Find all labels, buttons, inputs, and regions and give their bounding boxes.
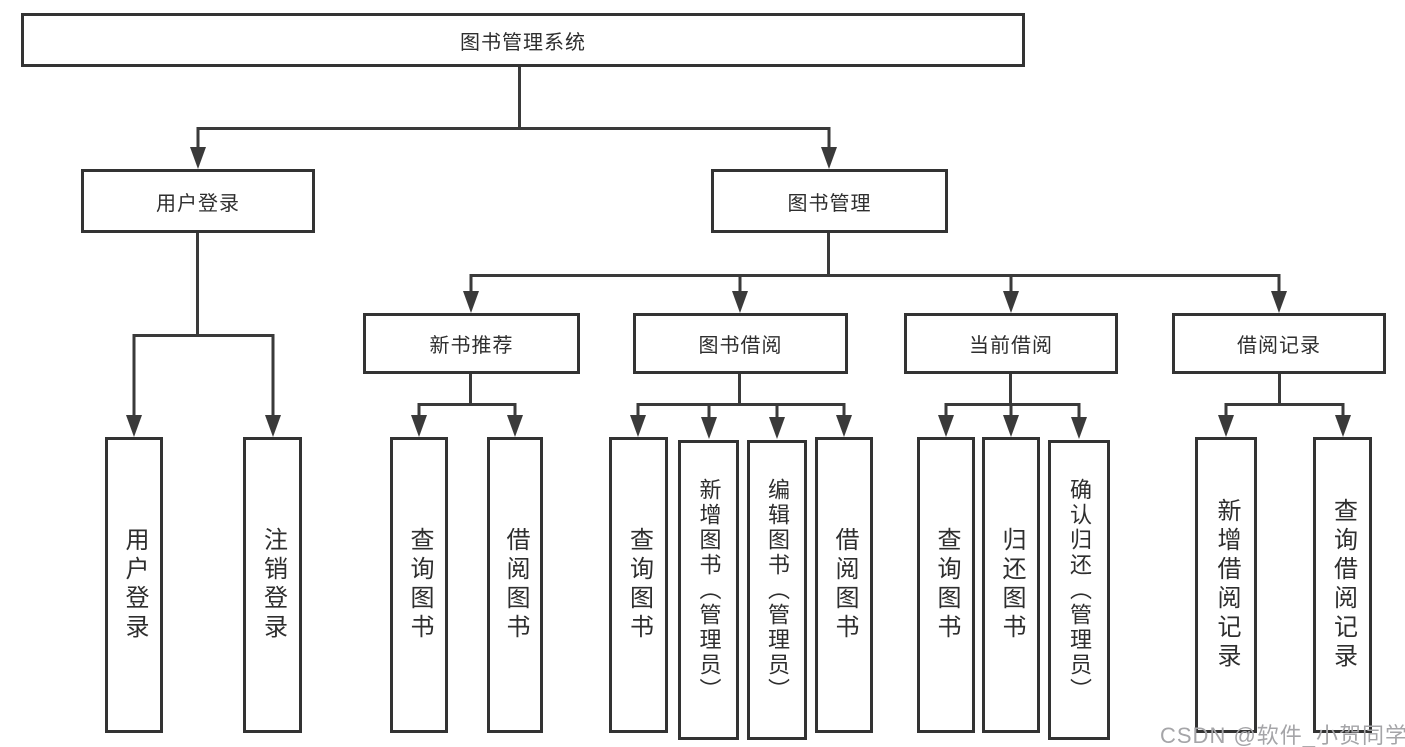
leaf-logout: 注销登录 [243,437,302,733]
arrow-into-leaf-user-login [126,334,142,437]
leaf-user-login: 用户登录 [105,437,163,733]
leaf-return-books-label: 归还图书 [998,527,1025,643]
connector-new-book-rec-stem [469,374,472,405]
leaf-query-books-current-label: 查询图书 [933,527,960,643]
leaf-confirm-return-admin-label: 确认归还（管理员） [1067,477,1092,703]
node-book-management: 图书管理 [711,169,948,233]
leaf-query-books-borrow-label: 查询图书 [625,527,653,643]
connector-book-management-stem [827,233,830,277]
connector-user-login-stem [196,233,199,336]
leaf-borrow-books: 借阅图书 [815,437,873,733]
leaf-edit-books-admin: 编辑图书（管理员） [747,440,807,740]
leaf-add-borrow-record: 新增借阅记录 [1195,437,1257,733]
arrow-into-leaf-query-books-borrow [630,403,646,437]
leaf-query-books-rec-label: 查询图书 [406,527,433,643]
arrow-into-leaf-confirm-return-admin [1071,403,1087,439]
arrow-into-new-book-recommendation [463,274,479,313]
connector-new-book-rec-rail [418,403,516,406]
arrow-into-leaf-borrow-books-rec [507,403,523,437]
arrow-into-leaf-edit-books-admin [769,403,785,439]
node-library-management-system: 图书管理系统 [21,13,1025,67]
arrow-into-current-borrowing [1003,274,1019,313]
node-book-borrowing: 图书借阅 [633,313,848,374]
leaf-add-borrow-record-label: 新增借阅记录 [1213,498,1240,672]
connector-level3-rail [470,274,1280,277]
leaf-logout-label: 注销登录 [259,527,287,643]
connector-borrowing-records-rail [1225,403,1344,406]
arrow-into-leaf-query-borrow-record [1335,403,1351,437]
connector-level2-rail [197,127,830,130]
leaf-user-login-label: 用户登录 [121,527,148,643]
arrow-into-leaf-add-books-admin [701,403,717,439]
leaf-query-borrow-record: 查询借阅记录 [1313,437,1372,733]
leaf-query-books-borrow: 查询图书 [609,437,668,733]
leaf-confirm-return-admin: 确认归还（管理员） [1048,440,1110,740]
leaf-borrow-books-label: 借阅图书 [831,527,858,643]
arrow-into-book-management [821,127,837,169]
connector-current-borrowing-stem [1009,374,1012,405]
leaf-add-books-admin: 新增图书（管理员） [678,440,739,740]
arrow-into-book-borrowing [732,274,748,313]
arrow-into-leaf-logout [265,334,281,437]
leaf-borrow-books-rec-label: 借阅图书 [502,527,529,643]
leaf-return-books: 归还图书 [982,437,1040,733]
leaf-query-books-current: 查询图书 [917,437,975,733]
csdn-watermark: CSDN @软件_小贺同学 [1160,723,1405,747]
arrow-into-leaf-return-books [1003,403,1019,437]
node-current-borrowing: 当前借阅 [904,313,1118,374]
leaf-add-books-admin-label: 新增图书（管理员） [696,477,722,703]
connector-book-borrowing-stem [738,374,741,405]
connector-user-login-rail [133,334,274,337]
node-new-book-recommendation: 新书推荐 [363,313,580,374]
arrow-into-user-login [190,127,206,169]
leaf-query-borrow-record-label: 查询借阅记录 [1329,498,1357,672]
leaf-edit-books-admin-label: 编辑图书（管理员） [765,477,790,703]
arrow-into-leaf-query-books-current [938,403,954,437]
arrow-into-leaf-borrow-books [836,403,852,437]
arrow-into-leaf-query-books-rec [411,403,427,437]
connector-root-stem [518,67,521,129]
arrow-into-leaf-add-borrow-record [1218,403,1234,437]
leaf-query-books-rec: 查询图书 [390,437,448,733]
arrow-into-borrowing-records [1271,274,1287,313]
connector-book-borrowing-rail [637,403,845,406]
leaf-borrow-books-rec: 借阅图书 [487,437,543,733]
node-user-login: 用户登录 [81,169,315,233]
node-borrowing-records: 借阅记录 [1172,313,1386,374]
connector-borrowing-records-stem [1278,374,1281,405]
